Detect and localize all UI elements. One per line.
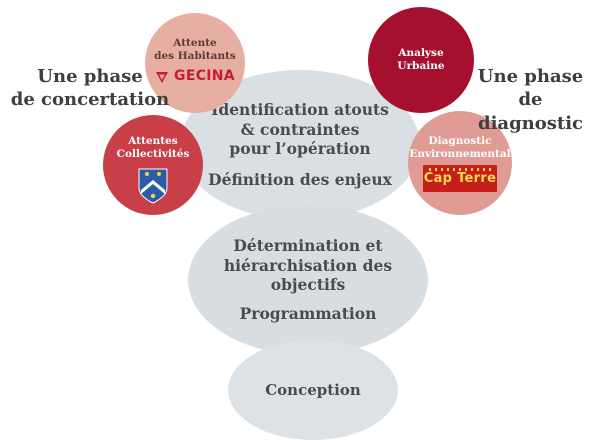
- side-label-concertation: Une phase de concertation: [10, 65, 170, 112]
- coat-of-arms-icon: [138, 168, 168, 204]
- step1-line3: pour l’opération: [229, 139, 371, 158]
- diagnostic-phase-line1: Une phase: [477, 66, 584, 87]
- step2-line2: hiérarchisation des objectifs: [223, 255, 393, 294]
- collectivites-line1: Attentes: [128, 135, 178, 147]
- concertation-line1: Une phase: [37, 66, 143, 87]
- process-step-conception: Conception: [228, 340, 398, 440]
- stakeholder-diagnostic-environnemental: Diagnostic Environnemental Cap Terre: [408, 111, 512, 215]
- step1-line1: Identification atouts: [211, 100, 389, 120]
- step1-line4: Définition des enjeux: [208, 170, 392, 190]
- process-step-identification: Identification atouts & contraintes pour…: [180, 70, 420, 220]
- capterre-wordmark: Cap Terre: [423, 170, 497, 186]
- step1-line2: & contraintes: [240, 119, 360, 139]
- capterre-logo: Cap Terre: [423, 165, 497, 193]
- stakeholder-collectivites: Attentes Collectivités: [103, 115, 203, 215]
- process-step-objectifs: Détermination et hiérarchisation des obj…: [188, 205, 428, 355]
- diagnostic-label: Diagnostic Environnemental: [409, 135, 510, 160]
- diagnostic-phase-line2: de diagnostic: [477, 89, 583, 134]
- stakeholder-habitants: Attente des Habitants GECINA: [145, 13, 245, 113]
- concertation-line2: de concertation: [10, 89, 170, 111]
- stakeholder-analyse-urbaine: Analyse Urbaine: [368, 7, 474, 113]
- step2-line3: Programmation: [239, 304, 377, 324]
- gecina-logo: GECINA: [155, 68, 235, 85]
- side-label-diagnostic: Une phase de diagnostic: [468, 65, 593, 135]
- habitants-line1: Attente: [173, 37, 217, 49]
- diagnostic-line1: Diagnostic: [428, 135, 492, 147]
- collectivites-line2: Collectivités: [116, 147, 190, 160]
- habitants-line2: des Habitants: [154, 49, 236, 62]
- gecina-mark-icon: [156, 71, 169, 83]
- gecina-wordmark: GECINA: [174, 68, 235, 85]
- step3-label: Conception: [265, 381, 361, 399]
- diagnostic-line2: Environnemental: [409, 147, 511, 160]
- step2-line1: Détermination et: [233, 236, 383, 256]
- collectivites-label: Attentes Collectivités: [117, 135, 190, 160]
- analyse-line1: Analyse: [398, 47, 444, 60]
- habitants-label: Attente des Habitants: [154, 37, 236, 62]
- analyse-line2: Urbaine: [397, 60, 445, 72]
